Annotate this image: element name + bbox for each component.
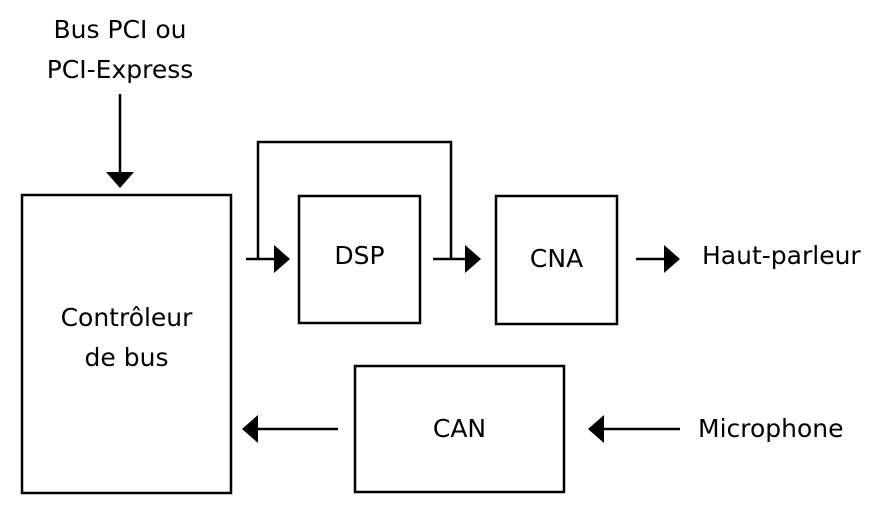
- speaker-label: Haut-parleur: [702, 241, 861, 270]
- controller-to-dsp-arrow: [246, 245, 290, 273]
- adc-label: CAN: [432, 414, 487, 443]
- microphone-to-adc-arrow: [588, 415, 680, 443]
- dac-to-speaker-arrow: [636, 245, 680, 273]
- bus-input-label-line2: PCI-Express: [46, 55, 194, 84]
- dsp-label: DSP: [334, 241, 385, 270]
- adc-to-controller-arrow: [242, 415, 338, 443]
- bus-controller-label-line1: Contrôleur: [60, 303, 193, 332]
- dsp-box: [297, 194, 422, 325]
- bus-input-arrow: [106, 94, 134, 188]
- bus-controller-label-line2: de bus: [84, 343, 169, 372]
- bus-input-label-line1: Bus PCI ou: [53, 15, 187, 44]
- adc-box: [353, 364, 566, 494]
- bus-controller-label: Contrôleur de bus: [22, 298, 231, 378]
- bus-input-label: Bus PCI ou PCI-Express: [30, 10, 210, 90]
- microphone-label: Microphone: [698, 414, 844, 443]
- dsp-bypass-line: [256, 140, 453, 259]
- bus-controller-box: [20, 193, 233, 495]
- dsp-to-dac-arrow: [433, 245, 481, 273]
- dac-label: CNA: [529, 244, 584, 273]
- dac-box: [494, 194, 619, 326]
